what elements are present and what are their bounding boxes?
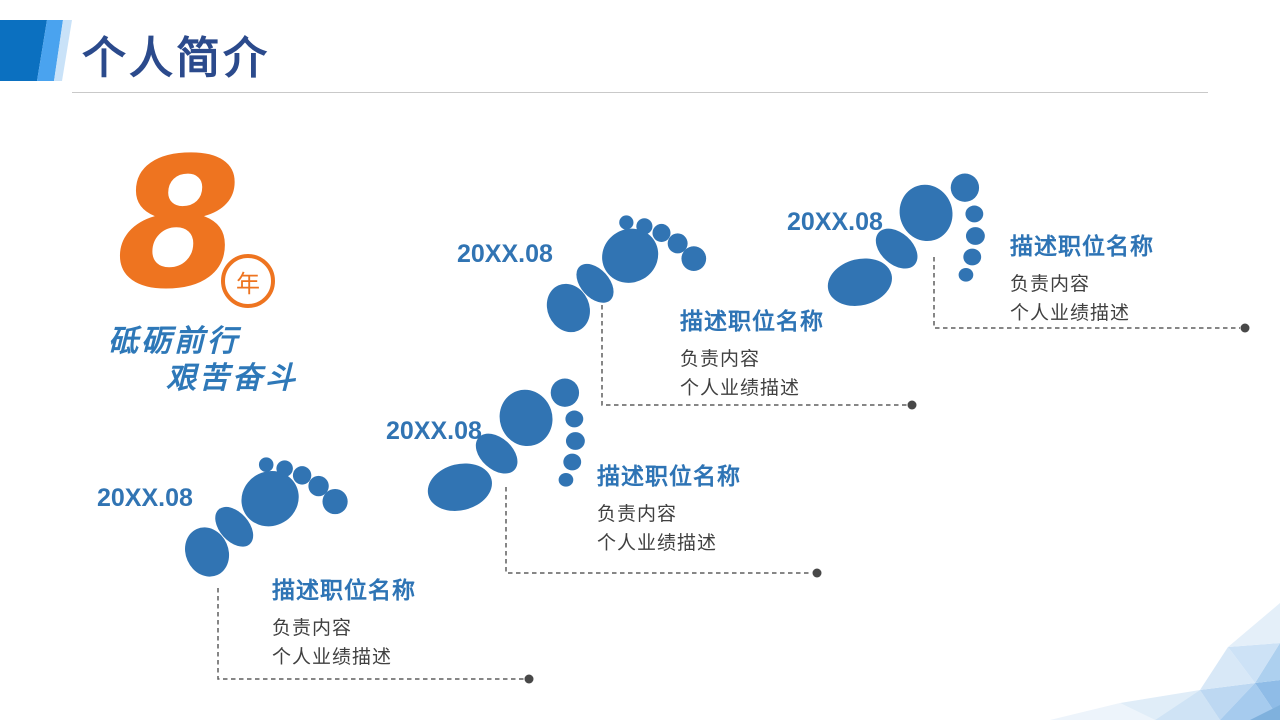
milestone-1: 描述职位名称 负责内容 个人业绩描述 [272, 571, 416, 672]
milestone-1-desc-2: 个人业绩描述 [272, 647, 393, 668]
footprint-icon-1 [177, 457, 348, 584]
milestone-3-title: 描述职位名称 [680, 309, 824, 334]
years-unit-label: 年 [236, 271, 260, 298]
motto-line-1: 砥砺前行 [108, 325, 240, 358]
header-divider [72, 92, 1208, 93]
footprint-icon-2 [422, 378, 585, 518]
header-band-mid [37, 20, 63, 81]
milestone-4-date: 20XX.08 [787, 208, 883, 236]
header-accent-shape [0, 20, 72, 81]
milestone-2-date: 20XX.08 [386, 417, 482, 445]
years-unit-badge: 年 [221, 254, 275, 308]
connector-dot-3 [907, 400, 917, 410]
footprint-icon-4 [822, 173, 985, 313]
connector-dot-1 [524, 674, 534, 684]
milestone-1-date: 20XX.08 [97, 484, 193, 512]
milestone-1-title: 描述职位名称 [272, 578, 416, 603]
connector-line-2 [505, 487, 812, 574]
connector-dot-4 [1240, 323, 1250, 333]
years-number: 8 [116, 120, 242, 329]
milestone-2-desc-1: 负责内容 [597, 504, 678, 525]
milestone-4: 描述职位名称 负责内容 个人业绩描述 [1010, 227, 1154, 328]
header-band-light [54, 20, 72, 81]
milestone-2-title: 描述职位名称 [597, 464, 741, 489]
milestone-3-date: 20XX.08 [457, 240, 553, 268]
milestone-3-desc-2: 个人业绩描述 [680, 378, 801, 399]
connector-line-3 [601, 297, 907, 406]
connector-dot-2 [812, 568, 822, 578]
page-title: 个人简介 [82, 34, 270, 83]
milestone-2-desc-2: 个人业绩描述 [597, 533, 718, 554]
milestone-3: 描述职位名称 负责内容 个人业绩描述 [680, 302, 824, 403]
corner-polygon-decoration [1050, 603, 1280, 720]
motto-line-2: 艰苦奋斗 [166, 362, 298, 395]
milestone-1-desc-1: 负责内容 [272, 618, 353, 639]
milestone-2: 描述职位名称 负责内容 个人业绩描述 [597, 457, 741, 558]
connector-line-4 [933, 257, 1240, 329]
milestone-4-title: 描述职位名称 [1010, 234, 1154, 259]
milestone-3-desc-1: 负责内容 [680, 349, 761, 370]
connector-line-1 [217, 588, 524, 680]
milestone-4-desc-1: 负责内容 [1010, 274, 1091, 295]
milestone-4-desc-2: 个人业绩描述 [1010, 303, 1131, 324]
header-band-dark [0, 20, 47, 81]
